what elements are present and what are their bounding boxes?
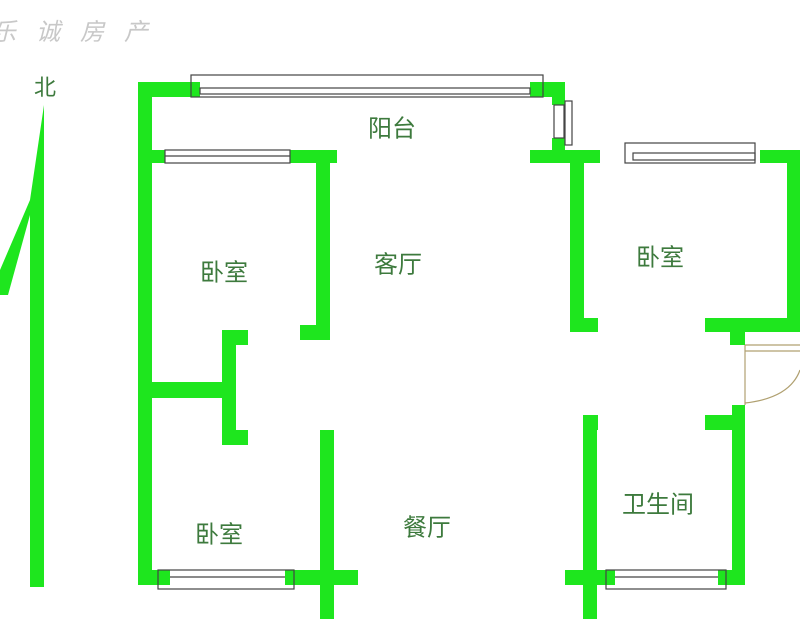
- wall: [530, 82, 565, 97]
- wall: [705, 415, 745, 430]
- window: [605, 569, 727, 590]
- room-label-balcony: 阳台: [368, 114, 416, 143]
- wall: [222, 330, 236, 445]
- wall-outer-left: [138, 82, 152, 585]
- wall: [570, 150, 584, 332]
- window: [157, 569, 295, 590]
- room-label-bedroom-nw: 卧室: [200, 258, 248, 287]
- wall: [138, 150, 165, 163]
- window: [632, 152, 756, 161]
- wall: [316, 150, 330, 340]
- wall: [138, 82, 200, 97]
- window: [199, 87, 531, 95]
- wall: [138, 570, 170, 585]
- wall: [732, 405, 745, 585]
- wall: [320, 430, 334, 619]
- room-label-dining-room: 餐厅: [403, 513, 451, 542]
- wall: [583, 415, 597, 619]
- wall: [570, 318, 598, 332]
- north-label: 北: [34, 76, 57, 101]
- wall: [583, 415, 598, 430]
- wall: [222, 430, 248, 445]
- wall: [705, 318, 800, 332]
- wall: [730, 332, 745, 345]
- plan-line: [744, 369, 800, 404]
- wall: [565, 570, 615, 585]
- walls: [0, 82, 800, 619]
- wall: [300, 325, 330, 340]
- room-label-living-room: 客厅: [374, 250, 422, 279]
- window: [190, 74, 544, 98]
- windows: [157, 74, 756, 590]
- wall: [138, 382, 235, 398]
- north-arrow: [0, 105, 44, 587]
- window: [553, 104, 565, 139]
- watermark: 乐诚房产: [0, 18, 168, 46]
- room-label-bathroom: 卫生间: [622, 490, 694, 519]
- window: [564, 100, 573, 146]
- room-label-bedroom-sw: 卧室: [195, 520, 243, 549]
- wall: [222, 330, 248, 345]
- wall: [552, 97, 565, 105]
- room-label-bedroom-ne: 卧室: [636, 243, 684, 272]
- wall: [552, 138, 565, 152]
- wall: [787, 150, 800, 332]
- door-swing: [744, 344, 800, 405]
- wall: [530, 150, 600, 163]
